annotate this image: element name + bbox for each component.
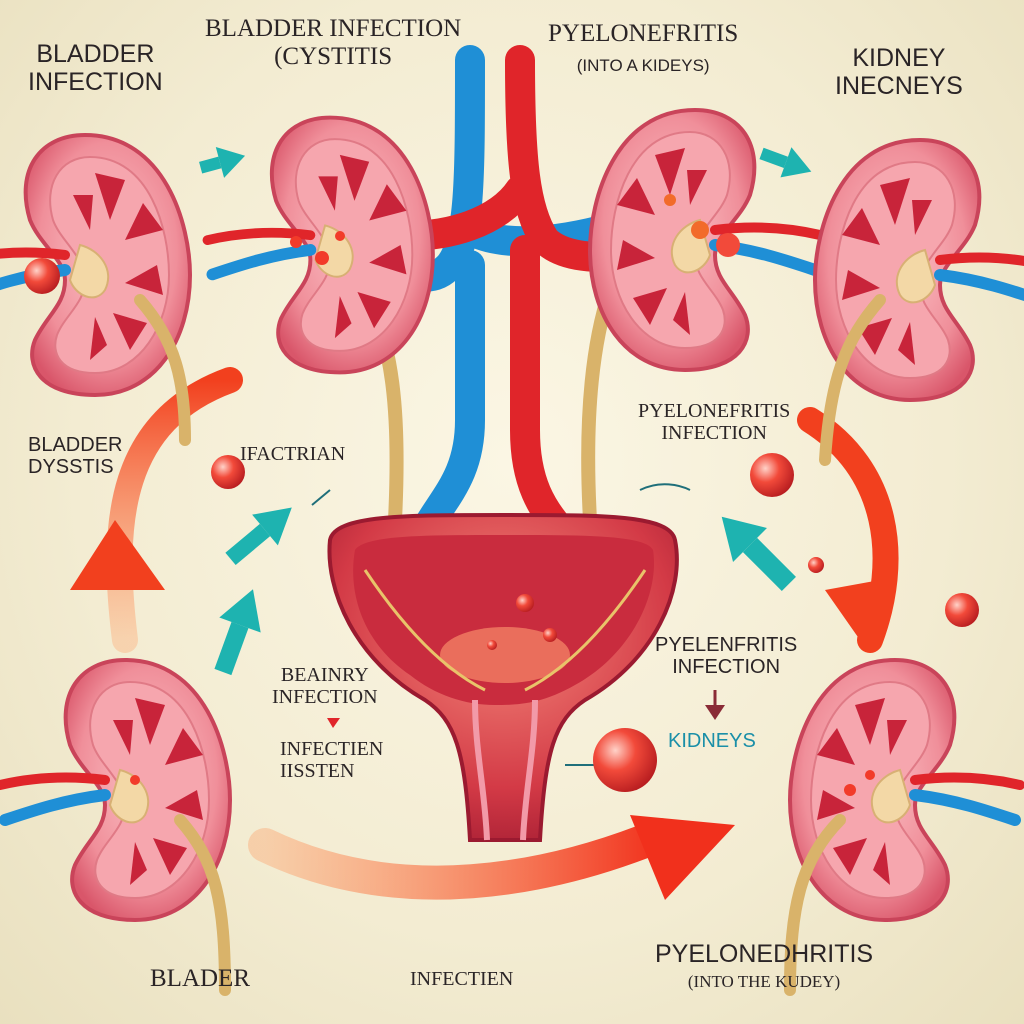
label-mid-right-infection: PYELONEFRITIS INFECTION bbox=[638, 400, 791, 445]
bacteria-dot bbox=[808, 557, 824, 573]
left-return-arrowhead bbox=[70, 520, 165, 590]
thin-arrow-mid-right bbox=[639, 483, 691, 491]
infection-marker-icon bbox=[327, 718, 340, 728]
teal-arrow-lower-left bbox=[214, 589, 261, 676]
label-lower-left-system: INFECTIEN IISSTEN bbox=[280, 738, 384, 783]
label-top-left: BLADDER INFECTION bbox=[28, 40, 163, 96]
label-top-center-right: PYELONEFRITIS (INTO A KIDEYS) bbox=[548, 20, 739, 75]
left-return-arrow bbox=[106, 367, 243, 653]
kidney-top-center-right bbox=[590, 110, 820, 370]
bacteria-dot bbox=[716, 233, 740, 257]
label-kidneys: KIDNEYS bbox=[668, 730, 756, 752]
label-lower-left-center: BEAINRY INFECTION bbox=[272, 664, 378, 709]
bacteria-dot bbox=[543, 628, 557, 642]
ureter-bottom-right bbox=[784, 814, 846, 996]
right-return-arrow bbox=[797, 407, 899, 653]
bacteria-dot bbox=[750, 453, 794, 497]
bacteria-dot bbox=[844, 784, 856, 796]
kidneys-pointer-icon bbox=[705, 705, 725, 720]
bacteria-dot bbox=[130, 775, 140, 785]
kidney-bottom-left bbox=[0, 660, 230, 920]
kidney-bottom-right bbox=[790, 660, 1020, 920]
bacteria-dot bbox=[691, 221, 709, 239]
bacteria-dot bbox=[664, 194, 676, 206]
bacteria-dot bbox=[945, 593, 979, 627]
teal-arrow-mid-left bbox=[225, 507, 292, 566]
teal-arrow-top-left bbox=[199, 147, 246, 178]
bladder bbox=[327, 513, 679, 842]
bacteria-dot bbox=[211, 455, 245, 489]
label-bottom-left: BLADER bbox=[150, 965, 250, 992]
label-bacteria: IFACTRIAN bbox=[240, 443, 346, 465]
bacteria-dot bbox=[24, 258, 60, 294]
bacteria-dot bbox=[516, 594, 534, 612]
label-mid-left: BLADDER DYSSTIS bbox=[28, 434, 123, 479]
bottom-flow-arrow bbox=[248, 818, 677, 900]
label-top-right: KIDNEY INECNEYS bbox=[835, 44, 963, 100]
ureter-bottom-left bbox=[174, 814, 231, 996]
label-bottom-center: INFECTIEN bbox=[410, 968, 514, 990]
bacteria-dot bbox=[315, 251, 329, 265]
bacteria-dot bbox=[865, 770, 875, 780]
bacteria-dot bbox=[335, 231, 345, 241]
label-bottom-right: PYELONEDHRITIS (INTO THE KUDEY) bbox=[655, 940, 874, 991]
ureter-top-right bbox=[819, 294, 886, 466]
ureter-top-left bbox=[134, 294, 191, 446]
bacteria-dot bbox=[593, 728, 657, 792]
teal-arrow-mid-right bbox=[721, 516, 796, 591]
label-top-center-left: BLADDER INFECTION (CYSTITIS bbox=[205, 15, 462, 70]
bacteria-dot bbox=[290, 236, 302, 248]
bacteria-dot bbox=[487, 640, 497, 650]
bottom-flow-arrowhead bbox=[630, 815, 735, 900]
teal-arrow-top-right bbox=[759, 147, 812, 178]
thin-arrow-mid-left bbox=[311, 489, 331, 506]
label-lower-right-infection: PYELENFRITIS INFECTION bbox=[655, 634, 798, 679]
right-return-arrowhead bbox=[825, 580, 880, 640]
